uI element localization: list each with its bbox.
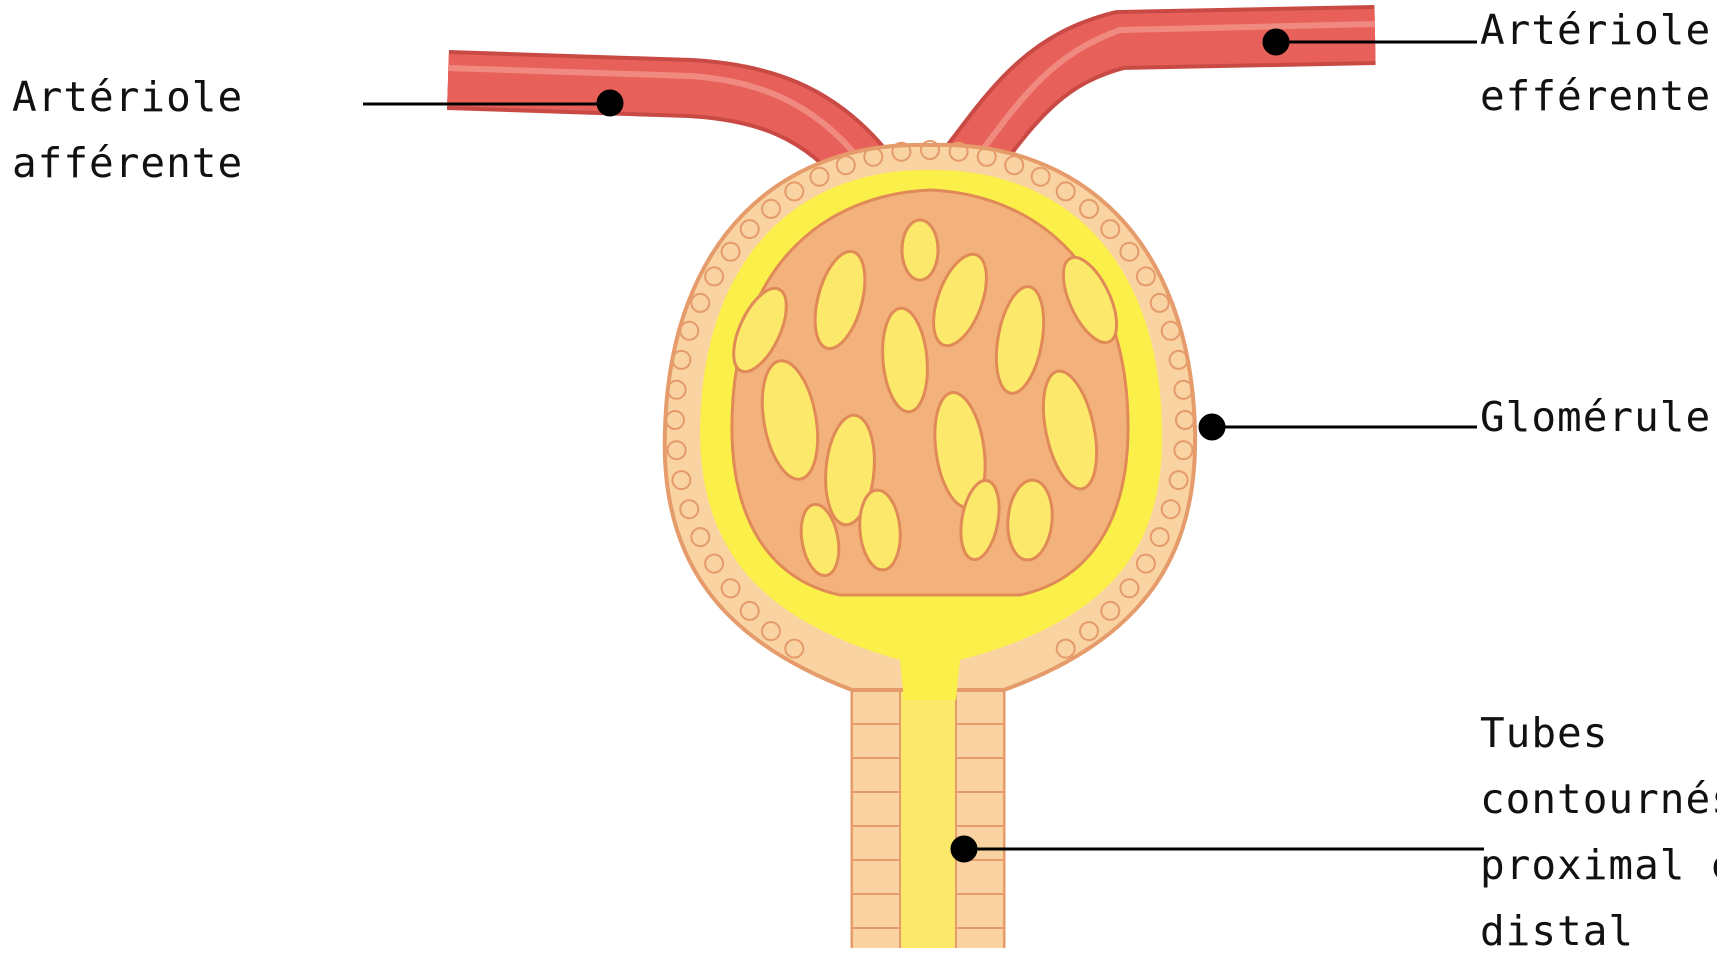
tubule-cell <box>956 690 1004 724</box>
tubule-cell <box>852 826 900 860</box>
label-glomerulus: Glomérule <box>1480 384 1711 450</box>
tubule-cell <box>956 928 1004 948</box>
tubule-cell <box>852 758 900 792</box>
label-tubes-line-3: proximal et <box>1480 832 1717 898</box>
label-tubes-line-4: distal <box>1480 898 1717 964</box>
label-glomerulus-text: Glomérule <box>1480 384 1711 450</box>
tubule-cell <box>956 792 1004 826</box>
tubule-cell <box>852 690 900 724</box>
tubule-cell <box>956 894 1004 928</box>
tubule-cell <box>956 758 1004 792</box>
label-efferent-arteriole: Artériole efférente <box>1480 0 1711 129</box>
label-tubes: Tubes contournés proximal et distal <box>1480 700 1717 964</box>
tubule-cell <box>852 860 900 894</box>
tubule-cell <box>852 928 900 948</box>
label-tubes-line-1: Tubes <box>1480 700 1717 766</box>
tubule-cell <box>852 724 900 758</box>
label-efferent-line-2: efférente <box>1480 63 1711 129</box>
label-afferent-line-1: Artériole <box>12 64 243 130</box>
capillary-loop <box>902 220 938 280</box>
label-afferent-arteriole: Artériole afférente <box>12 64 243 196</box>
tubule-cell <box>852 792 900 826</box>
tubule-cell <box>852 894 900 928</box>
label-tubes-line-2: contournés <box>1480 766 1717 832</box>
label-efferent-line-1: Artériole <box>1480 0 1711 63</box>
tubule-cell <box>956 860 1004 894</box>
tubule-cell <box>956 724 1004 758</box>
label-afferent-line-2: afférente <box>12 130 243 196</box>
